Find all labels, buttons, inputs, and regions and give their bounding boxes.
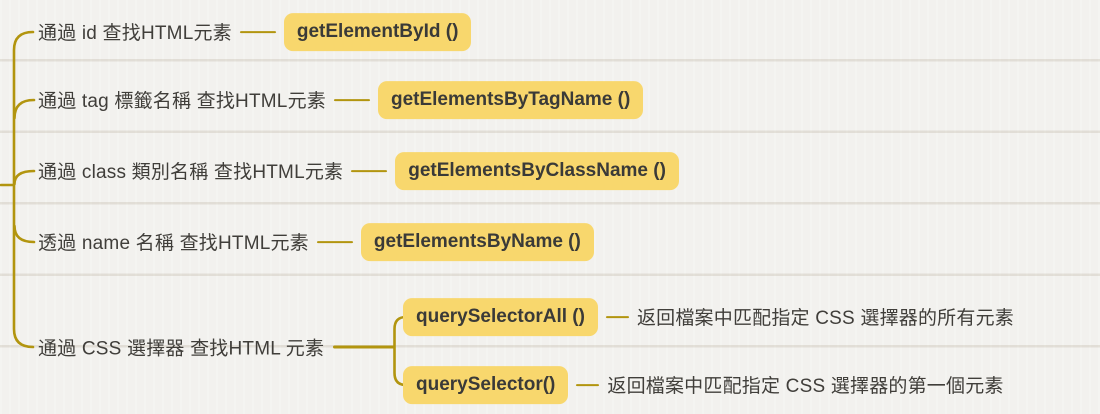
method-chip-query-selector: querySelector(): [403, 366, 569, 404]
branch-dash-connector: [605, 315, 629, 319]
branch-row-tag: 通過 tag 標籤名稱 查找HTML元素 getElementsByTagNam…: [38, 81, 644, 119]
branch-row-name: 透過 name 名稱 查找HTML元素 getElementsByName (): [38, 223, 594, 261]
branch-dash-connector: [239, 30, 276, 34]
branch-label-class: 通過 class 類別名稱 查找HTML元素: [38, 162, 344, 184]
branch-dash-connector: [316, 240, 353, 244]
description-query-selector: 返回檔案中匹配指定 CSS 選擇器的第一個元素: [607, 376, 1004, 398]
branch-curve-tag: [13, 98, 36, 120]
branch-row-id: 通過 id 查找HTML元素 getElementById (): [38, 13, 472, 51]
branch-dash-connector: [333, 98, 370, 102]
branch-dash-connector: [333, 345, 395, 349]
branch-label-id: 通過 id 查找HTML元素: [38, 23, 232, 45]
method-chip-get-elements-by-name: getElementsByName (): [360, 223, 594, 261]
branch-label-name: 透過 name 名稱 查找HTML元素: [38, 233, 309, 255]
branch-row-css-selector: 通過 CSS 選擇器 查找HTML 元素: [38, 334, 395, 361]
branch-dash-connector: [576, 383, 600, 387]
branch-dash-connector: [351, 169, 388, 173]
description-query-selector-all: 返回檔案中匹配指定 CSS 選擇器的所有元素: [636, 308, 1014, 330]
method-chip-get-element-by-id: getElementById (): [283, 13, 472, 51]
method-chip-get-elements-by-class-name: getElementsByClassName (): [395, 152, 679, 190]
sub-branch-query-selector-all: querySelectorAll () 返回檔案中匹配指定 CSS 選擇器的所有…: [403, 298, 1014, 336]
method-chip-get-elements-by-tag-name: getElementsByTagName (): [377, 81, 644, 119]
branch-label-css-selector: 通過 CSS 選擇器 查找HTML 元素: [38, 338, 325, 360]
branch-curve-class: [13, 169, 36, 186]
branch-label-tag: 通過 tag 標籤名稱 查找HTML元素: [38, 91, 326, 113]
root-trunk-connector: [12, 30, 35, 349]
method-chip-query-selector-all: querySelectorAll (): [403, 298, 598, 336]
branch-row-class: 通過 class 類別名稱 查找HTML元素 getElementsByClas…: [38, 152, 679, 190]
branch-curve-name: [13, 224, 36, 244]
sub-branch-query-selector: querySelector() 返回檔案中匹配指定 CSS 選擇器的第一個元素: [403, 366, 1004, 404]
